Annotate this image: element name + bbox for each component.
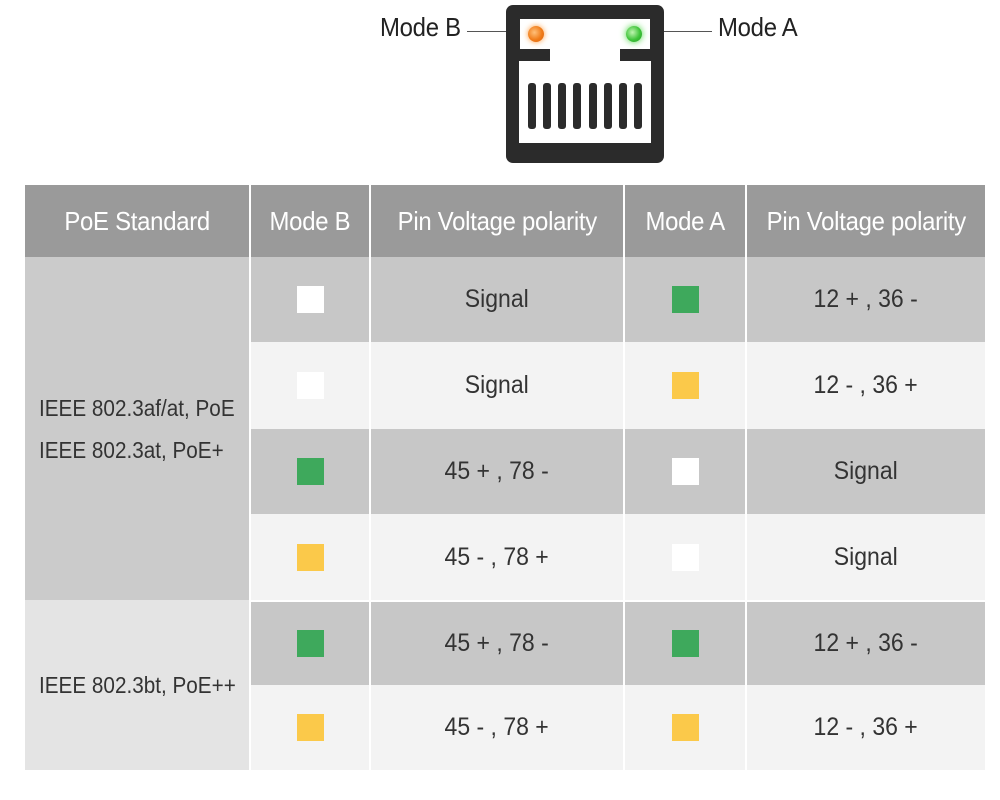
mode-b-polarity-cell: 45 - , 78 + [371,685,623,770]
mode-b-polarity-cell: 45 + , 78 - [371,429,623,514]
mode-b-color-swatch-green [296,458,324,485]
mode-b-color-cell [251,514,369,600]
mode-a-polarity-cell: Signal [747,514,985,600]
header-mode-a: Mode A [625,185,745,257]
poe-mode-table: PoE Standard Mode B Pin Voltage polarity… [25,185,985,770]
mode-a-color-swatch-green [671,630,699,657]
mode-b-color-cell [251,685,369,770]
header-mode-b: Mode B [251,185,369,257]
mode-a-color-swatch-white [671,458,699,485]
standard-group-af-at: IEEE 802.3af/at, PoE IEEE 802.3at, PoE+ [25,257,249,600]
mode-a-color-cell [625,342,745,429]
pin-6 [603,83,612,129]
mode-a-color-cell [625,429,745,514]
pin-8 [633,83,642,129]
mode-a-led-housing [618,19,650,49]
mode-a-leader-line [640,31,712,32]
standard-group-bt: IEEE 802.3bt, PoE++ [25,600,249,770]
rj45-jack-icon [506,5,664,163]
mode-b-polarity-text: 45 + , 78 - [444,629,550,657]
mode-b-polarity-cell: 45 + , 78 - [371,600,623,685]
mode-b-color-swatch-green [296,630,324,657]
mode-b-color-swatch-white [296,286,324,313]
mode-a-color-swatch-white [671,543,699,571]
mode-b-led-housing [520,19,552,49]
mode-a-color-cell [625,600,745,685]
mode-b-polarity-text: Signal [465,285,529,313]
mode-b-color-cell [251,342,369,429]
standard-line: IEEE 802.3af/at, PoE [39,394,235,421]
mode-a-color-swatch-yellow [671,372,699,399]
mode-b-polarity-text: 45 + , 78 - [444,457,550,485]
mode-a-polarity-text: Signal [834,457,898,485]
header-mode-a-polarity: Pin Voltage polarity [747,185,985,257]
pin-5 [588,83,597,129]
mode-b-color-swatch-white [296,372,324,399]
pin-3 [558,83,567,129]
mode-b-color-cell [251,429,369,514]
mode-a-polarity-cell: Signal [747,429,985,514]
mode-a-polarity-text: Signal [834,542,898,571]
mode-a-polarity-cell: 12 - , 36 + [747,685,985,770]
pin-7 [618,83,627,129]
mode-a-color-cell [625,257,745,342]
standard-line: IEEE 802.3at, PoE+ [39,436,224,463]
mode-a-polarity-cell: 12 - , 36 + [747,342,985,429]
mode-a-color-swatch-green [671,286,699,313]
mode-a-polarity-cell: 12 + , 36 - [747,257,985,342]
mode-b-color-cell [251,600,369,685]
mode-b-color-cell [251,257,369,342]
mode-a-polarity-text: 12 - , 36 + [813,713,919,741]
header-mode-b-polarity: Pin Voltage polarity [371,185,623,257]
jack-opening [519,61,651,143]
mode-a-polarity-text: 12 - , 36 + [813,371,919,399]
standard-line: IEEE 802.3bt, PoE++ [39,672,236,698]
mode-b-polarity-text: Signal [465,371,529,399]
mode-b-polarity-cell: Signal [371,342,623,429]
pin-4 [573,83,582,129]
jack-pins [528,83,642,129]
rj45-port-diagram: Mode B Mode A [0,0,1000,175]
mode-b-label: Mode B [380,12,461,42]
pin-1 [528,83,536,129]
jack-latch-notch [550,19,620,63]
mode-b-leader-line [467,31,527,32]
mode-b-color-swatch-yellow [296,714,324,741]
header-poe-standard: PoE Standard [25,185,249,257]
pin-2 [543,83,552,129]
mode-b-orange-led-icon [528,26,544,42]
mode-a-polarity-text: 12 + , 36 - [813,629,919,657]
mode-a-color-cell [625,514,745,600]
mode-a-green-led-icon [626,26,642,42]
mode-b-polarity-text: 45 - , 78 + [444,713,550,741]
mode-a-label: Mode A [718,12,798,42]
mode-a-polarity-text: 12 + , 36 - [813,285,919,313]
mode-a-color-swatch-yellow [671,714,699,741]
mode-a-color-cell [625,685,745,770]
mode-b-polarity-cell: Signal [371,257,623,342]
mode-b-polarity-text: 45 - , 78 + [444,542,550,571]
mode-b-polarity-cell: 45 - , 78 + [371,514,623,600]
mode-b-color-swatch-yellow [296,543,324,571]
mode-a-polarity-cell: 12 + , 36 - [747,600,985,685]
